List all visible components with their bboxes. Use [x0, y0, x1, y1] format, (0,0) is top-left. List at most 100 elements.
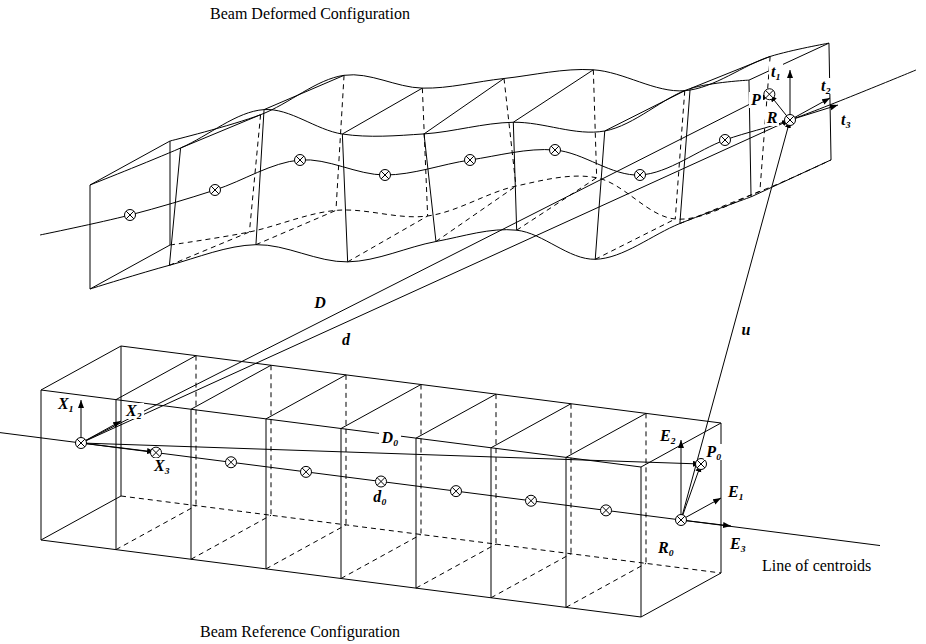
marker-cross	[452, 487, 460, 495]
basis-label: E₂	[658, 428, 678, 445]
centroid-marker	[210, 185, 221, 196]
section-edge	[513, 70, 593, 122]
vector-label: t₂	[819, 78, 833, 95]
section-edge	[566, 563, 646, 607]
basis-label: E₁	[726, 484, 746, 501]
section-edge	[749, 43, 829, 80]
marker-cross	[126, 211, 134, 219]
section-edge	[266, 375, 346, 419]
marker-cross	[765, 90, 773, 98]
section-edge	[266, 525, 346, 569]
deformed-beam	[40, 43, 916, 289]
section-edge	[421, 385, 422, 535]
section-edge	[416, 394, 496, 438]
section-edge	[346, 375, 347, 525]
centroid-marker	[125, 210, 136, 221]
centroid-marker	[550, 145, 561, 156]
section-edge	[496, 394, 497, 544]
figure-title: Beam Deformed Configuration	[208, 6, 412, 23]
marker-circle	[376, 476, 387, 487]
marker-cross	[302, 468, 310, 476]
point-label: P	[749, 92, 763, 109]
axis-label: X₃	[152, 458, 172, 475]
section-edge	[491, 404, 571, 448]
axis-arrow	[81, 400, 82, 443]
axis-arrow	[81, 421, 121, 443]
centroid-marker	[720, 135, 731, 146]
reference-beam	[0, 346, 880, 617]
section-edge	[436, 186, 516, 241]
section-edge	[256, 210, 336, 244]
centroid-markers	[76, 89, 796, 526]
section-edge	[605, 91, 685, 131]
position-vector	[81, 120, 790, 443]
section-edge	[690, 56, 770, 88]
section-edge	[517, 178, 597, 230]
marker-cross	[211, 186, 219, 194]
centroid-marker	[376, 476, 387, 487]
section-edge	[424, 134, 436, 242]
section-edge	[680, 89, 690, 224]
marker-circle	[764, 89, 775, 100]
marker-cross	[721, 136, 729, 144]
section-edge	[566, 413, 646, 457]
section-edge	[41, 496, 121, 540]
marker-cross	[786, 116, 794, 124]
section-edge	[416, 438, 417, 588]
centroid-marker	[226, 457, 237, 468]
section-edge	[829, 43, 831, 160]
axis-arrow	[81, 443, 155, 452]
centroid-marker	[465, 155, 476, 166]
beam-edge	[90, 197, 751, 289]
section-edge	[504, 78, 516, 186]
section-edge	[646, 413, 647, 563]
section-edge	[116, 506, 196, 550]
section-edge	[116, 356, 196, 400]
section-edge	[566, 457, 567, 607]
marker-circle	[601, 505, 612, 516]
position-vectors	[81, 70, 838, 526]
vector-label: t₁	[769, 64, 783, 81]
marker-cross	[377, 478, 385, 486]
section-edge	[680, 191, 760, 223]
marker-circle	[785, 115, 796, 126]
axis-label: X₁	[56, 396, 76, 413]
vector-label: d₀	[371, 489, 389, 506]
centroid-line	[0, 433, 880, 546]
marker-cross	[466, 156, 474, 164]
section-edge	[675, 91, 685, 219]
marker-cross	[697, 460, 705, 468]
vector-label: D	[312, 295, 328, 312]
section-edge	[170, 141, 171, 245]
section-edge	[266, 419, 267, 569]
section-edge	[41, 390, 42, 540]
marker-circle	[76, 438, 87, 449]
marker-circle	[210, 185, 221, 196]
vector-label: t₃	[839, 112, 853, 129]
section-edge	[342, 88, 422, 134]
marker-cross	[551, 146, 559, 154]
section-edge	[196, 356, 197, 506]
section-edge	[341, 429, 342, 579]
centroid-marker	[785, 115, 796, 126]
marker-circle	[380, 170, 391, 181]
position-vector	[81, 94, 769, 443]
section-edge	[256, 110, 264, 245]
director-vector	[790, 105, 838, 120]
vector-label: R₀	[656, 540, 676, 557]
marker-cross	[227, 458, 235, 466]
section-edge	[41, 346, 121, 390]
centroid-marker	[151, 447, 162, 458]
centroid-marker	[295, 155, 306, 166]
section-edge	[264, 75, 344, 109]
axis-label: X₂	[124, 403, 144, 420]
section-edge	[116, 400, 117, 550]
marker-cross	[636, 171, 644, 179]
marker-circle	[676, 515, 687, 526]
marker-cross	[381, 171, 389, 179]
section-edge	[491, 554, 571, 598]
section-edge	[181, 115, 261, 148]
